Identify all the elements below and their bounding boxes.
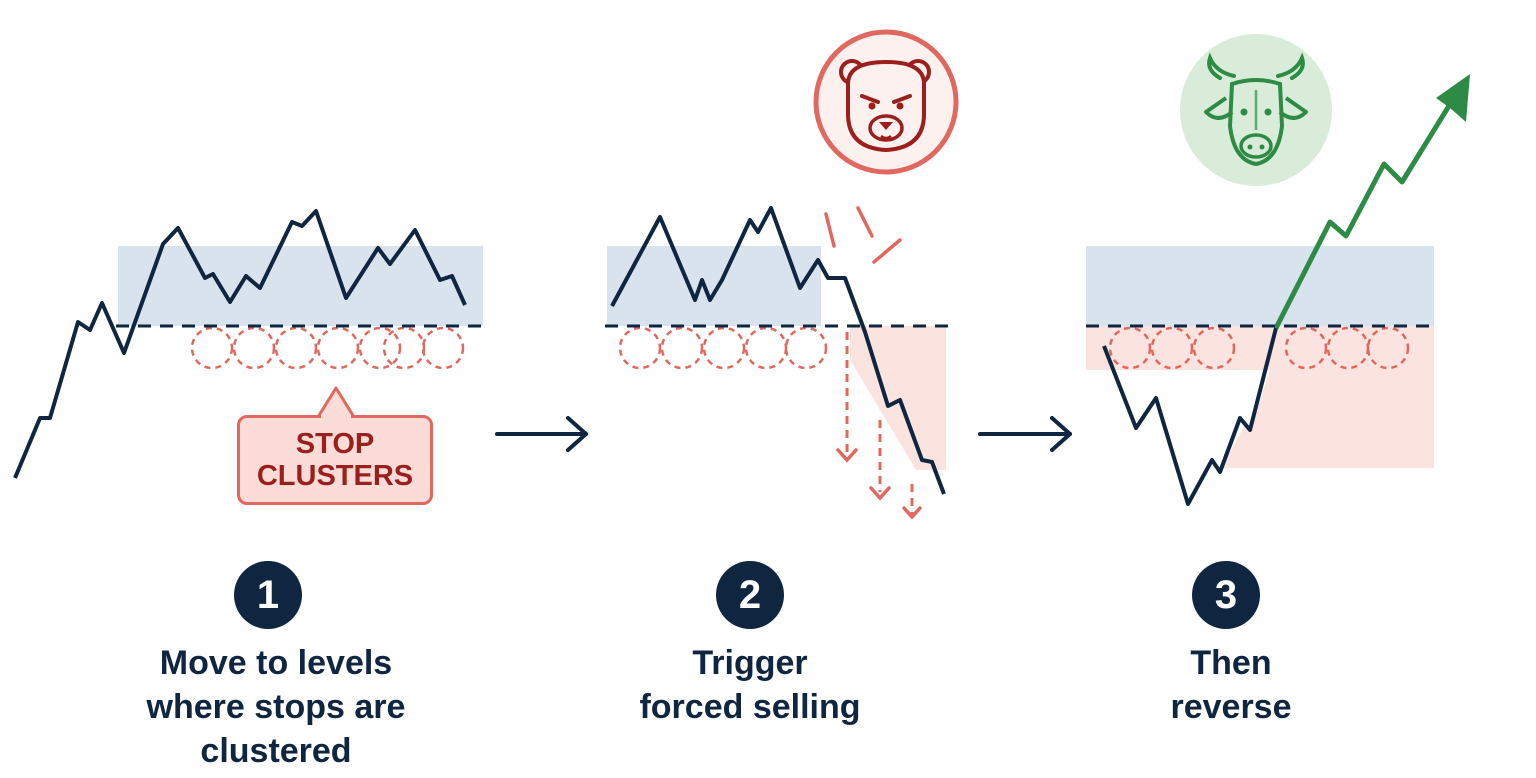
- step-2-caption: Trigger forced selling: [570, 641, 930, 729]
- step-1-badge: 1: [234, 561, 302, 629]
- stop-circle: [1192, 326, 1236, 370]
- right-arrow-icon: [495, 416, 588, 452]
- right-arrow-icon: [978, 416, 1072, 452]
- stop-circle: [702, 326, 746, 370]
- step-number: 2: [738, 572, 762, 617]
- step-number: 3: [1214, 572, 1238, 617]
- bull-head-icon: [1180, 34, 1332, 186]
- resistance-zone: [1086, 246, 1434, 326]
- step-1-caption: Move to levels where stops are clustered: [96, 641, 456, 773]
- step-2-badge: 2: [716, 561, 784, 629]
- stop-cluster-circles: [190, 326, 465, 370]
- step-3-caption: Then reverse: [1051, 641, 1411, 729]
- caption-line: reverse: [1170, 688, 1292, 726]
- stop-circle: [660, 326, 704, 370]
- callout-line-2: CLUSTERS: [256, 460, 414, 492]
- step-3-badge: 3: [1192, 561, 1260, 629]
- panel-3: [1086, 34, 1470, 506]
- reversal-zone: [1086, 326, 1434, 468]
- stop-circle: [232, 326, 276, 370]
- stop-circle: [421, 326, 465, 370]
- callout-line-1: STOP: [295, 428, 375, 460]
- caption-line: clustered: [200, 732, 352, 770]
- caption-line: Move to levels: [159, 644, 393, 682]
- step-number: 1: [256, 572, 280, 617]
- bullish-reversal-line: [1273, 86, 1463, 330]
- stop-circle: [358, 326, 402, 370]
- stop-clusters-callout: STOP CLUSTERS: [237, 415, 433, 505]
- bear-face-icon: [813, 29, 959, 175]
- impact-burst: [824, 206, 902, 264]
- forced-selling-arrows: [845, 332, 914, 514]
- caption-line: Then: [1190, 644, 1272, 682]
- drop-zone: [850, 326, 946, 470]
- stop-cluster-circles: [1108, 326, 1410, 370]
- stop-circle: [618, 326, 662, 370]
- stop-circle: [1108, 326, 1152, 370]
- callout-tail-mask: [321, 414, 351, 420]
- stop-circle: [1366, 326, 1410, 370]
- caption-line: Trigger: [692, 644, 808, 682]
- panel-2: [607, 29, 959, 520]
- stop-circle: [1284, 326, 1328, 370]
- stop-circle: [744, 326, 788, 370]
- stop-circle: [274, 326, 318, 370]
- callout-pointer: [316, 386, 356, 418]
- resistance-zone: [118, 246, 483, 326]
- caption-line: forced selling: [639, 688, 861, 726]
- forced-selling-arrowheads: [836, 448, 922, 520]
- stop-circle: [190, 326, 234, 370]
- stop-circle: [1326, 326, 1370, 370]
- stop-circle: [316, 326, 360, 370]
- price-line: [610, 206, 946, 495]
- stop-circle: [1150, 326, 1194, 370]
- stop-circle: [784, 326, 828, 370]
- caption-line: where stops are: [146, 688, 406, 726]
- price-line: [1102, 327, 1278, 506]
- price-line: [13, 209, 467, 479]
- stop-circle: [382, 326, 426, 370]
- stop-cluster-circles: [618, 326, 828, 370]
- bullish-arrowhead: [1436, 74, 1470, 122]
- resistance-zone: [607, 246, 821, 326]
- panel-1: [13, 209, 483, 479]
